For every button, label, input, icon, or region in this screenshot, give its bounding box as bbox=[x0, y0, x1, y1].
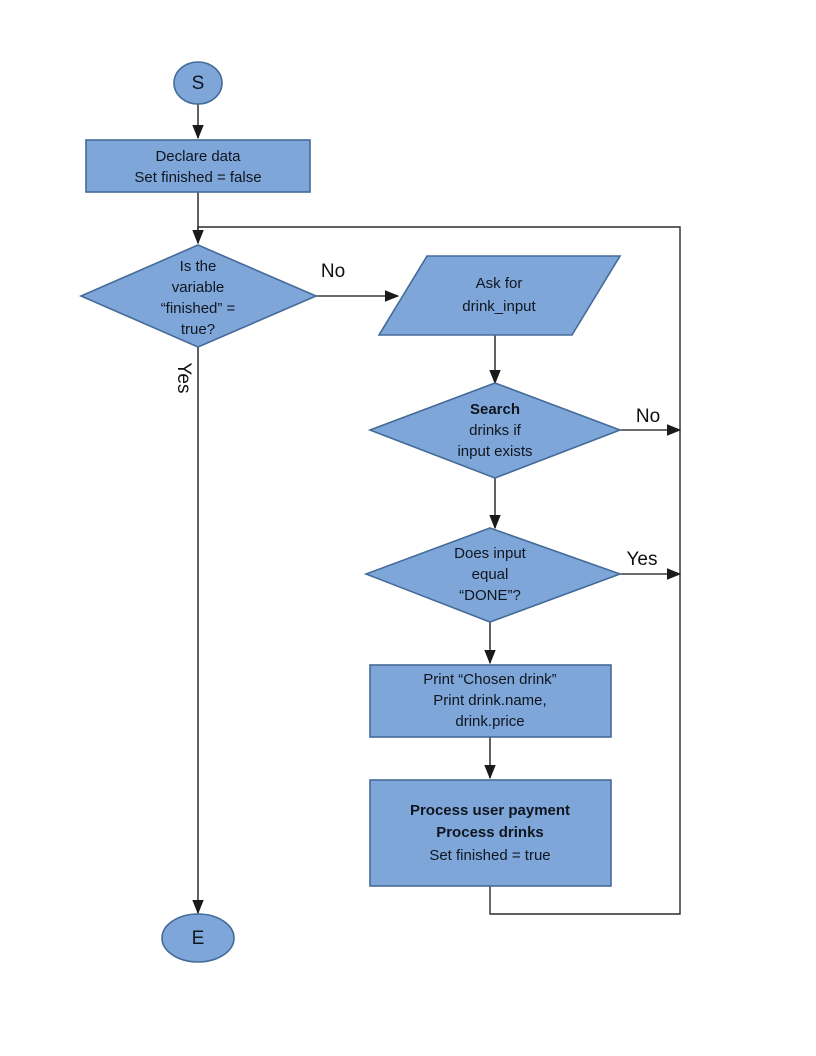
node-process-payment[interactable] bbox=[369, 779, 612, 887]
node-check-done-line-3: “DONE”? bbox=[459, 587, 521, 604]
node-search-drinks-line-1: Search bbox=[470, 401, 520, 418]
node-ask-input[interactable] bbox=[377, 255, 622, 336]
node-check-finished-line-3: “finished” = bbox=[161, 300, 236, 317]
node-check-done-line-1: Does input bbox=[454, 545, 527, 562]
node-end-label: E bbox=[192, 928, 205, 949]
node-check-finished-line-4: true? bbox=[181, 321, 215, 338]
node-declare-line-2: Set finished = false bbox=[134, 169, 261, 186]
node-search-drinks[interactable] bbox=[367, 382, 623, 479]
node-process-payment-line-2: Process drinks bbox=[436, 824, 544, 841]
edge-label-search-drinks-no: No bbox=[636, 406, 660, 427]
node-start[interactable] bbox=[173, 61, 223, 105]
node-print-drink-line-1: Print “Chosen drink” bbox=[423, 671, 556, 688]
node-check-finished-line-1: Is the bbox=[180, 258, 217, 275]
node-check-finished[interactable] bbox=[78, 244, 319, 348]
node-print-drink-line-3: drink.price bbox=[455, 713, 524, 730]
edge-label-check-done-yes: Yes bbox=[627, 549, 658, 570]
node-search-drinks-line-3: input exists bbox=[457, 443, 532, 460]
node-check-done-line-2: equal bbox=[472, 566, 509, 583]
edge-loop-back-to-check-finished bbox=[192, 226, 681, 915]
node-check-done[interactable] bbox=[363, 527, 623, 623]
node-end[interactable] bbox=[161, 913, 235, 963]
node-start-label: S bbox=[192, 73, 205, 94]
edge-label-check-finished-yes: Yes bbox=[173, 363, 194, 394]
edge-label-check-finished-no: No bbox=[321, 261, 345, 282]
node-search-drinks-line-2: drinks if bbox=[469, 422, 522, 439]
node-process-payment-line-3: Set finished = true bbox=[429, 847, 550, 864]
node-print-drink[interactable] bbox=[369, 664, 612, 738]
node-ask-input-line-2: drink_input bbox=[462, 298, 536, 315]
node-print-drink-line-2: Print drink.name, bbox=[433, 692, 546, 709]
node-declare[interactable] bbox=[85, 139, 311, 193]
node-ask-input-line-1: Ask for bbox=[476, 275, 523, 292]
node-declare-line-1: Declare data bbox=[155, 148, 241, 165]
node-process-payment-line-1: Process user payment bbox=[410, 802, 570, 819]
node-check-finished-line-2: variable bbox=[172, 279, 225, 296]
